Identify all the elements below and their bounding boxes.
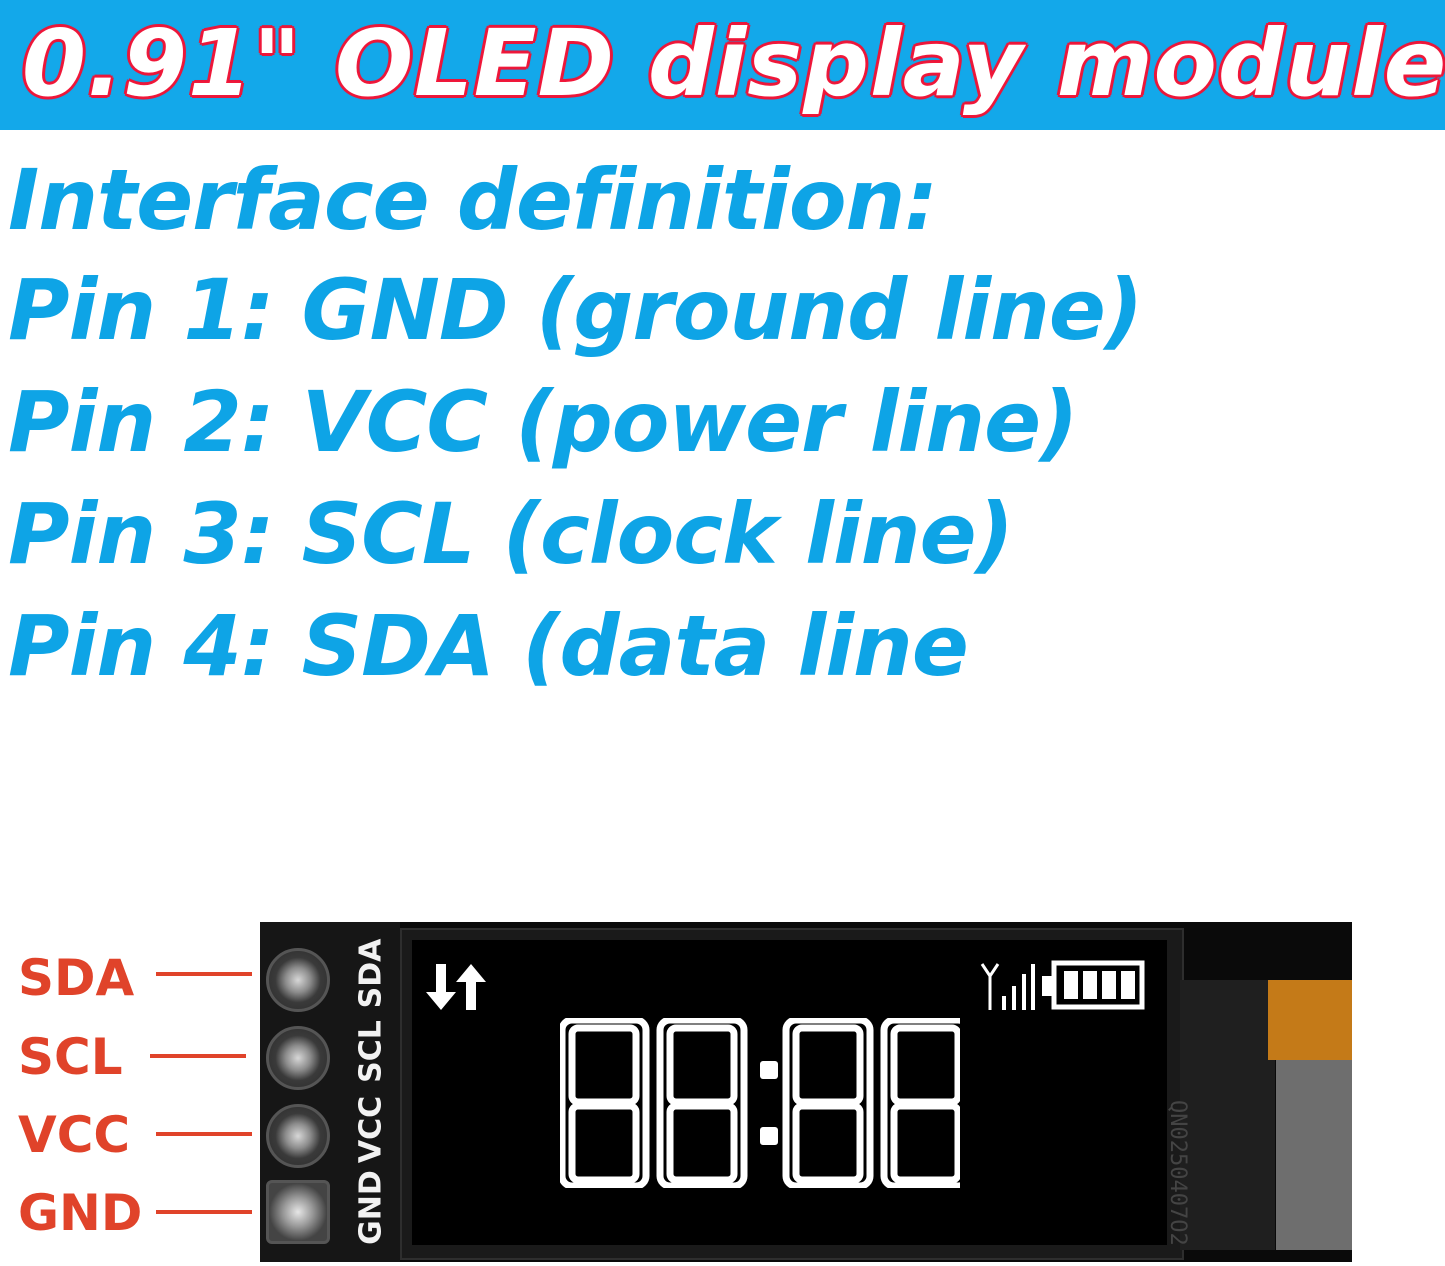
pin-leader-gnd	[156, 1210, 252, 1214]
spec-heading: Interface definition:	[8, 151, 938, 249]
pin-label-sda: SDA	[18, 949, 135, 1007]
pin-hole-sda	[266, 948, 330, 1012]
spec-pin-3: Pin 3: SCL (clock line)	[8, 485, 1014, 583]
colon-dot	[760, 1127, 778, 1145]
flex-cable-stiffener	[1276, 1060, 1352, 1250]
flex-cable-tab	[1268, 980, 1352, 1060]
time-display	[560, 1018, 960, 1188]
battery-bar	[1121, 971, 1135, 999]
chip-marking: QN0250407O2	[1165, 1100, 1190, 1246]
spec-pin-2: Pin 2: VCC (power line)	[8, 373, 1078, 471]
battery-icon	[1042, 960, 1145, 1010]
battery-bar	[1102, 971, 1116, 999]
battery-bar	[1083, 971, 1097, 999]
time-digit	[782, 1018, 874, 1188]
pin-leader-vcc	[156, 1132, 252, 1136]
title-banner: 0.91" OLED display module	[0, 0, 1445, 130]
silkscreen-gnd: GND	[353, 1170, 389, 1245]
pin-hole-scl	[266, 1026, 330, 1090]
time-digit	[560, 1018, 650, 1188]
pin-label-scl: SCL	[18, 1028, 123, 1086]
battery-bar	[1064, 971, 1078, 999]
pin-label-vcc: VCC	[18, 1106, 131, 1164]
time-digit	[656, 1018, 748, 1188]
time-digit	[880, 1018, 960, 1188]
signal-strength-icon	[980, 963, 1035, 1010]
pin-hole-gnd	[266, 1180, 330, 1244]
colon-dot	[760, 1061, 778, 1079]
spec-pin-4: Pin 4: SDA (data line	[8, 597, 969, 695]
spec-pin-1: Pin 1: GND (ground line)	[8, 261, 1143, 359]
pin-leader-sda	[156, 972, 252, 976]
banner-title: 0.91" OLED display module	[22, 10, 1445, 117]
flex-cable	[1180, 980, 1275, 1250]
transfer-arrows-icon	[426, 964, 486, 1010]
pin-hole-vcc	[266, 1104, 330, 1168]
pin-label-gnd: GND	[18, 1184, 143, 1242]
pin-leader-scl	[150, 1054, 246, 1058]
